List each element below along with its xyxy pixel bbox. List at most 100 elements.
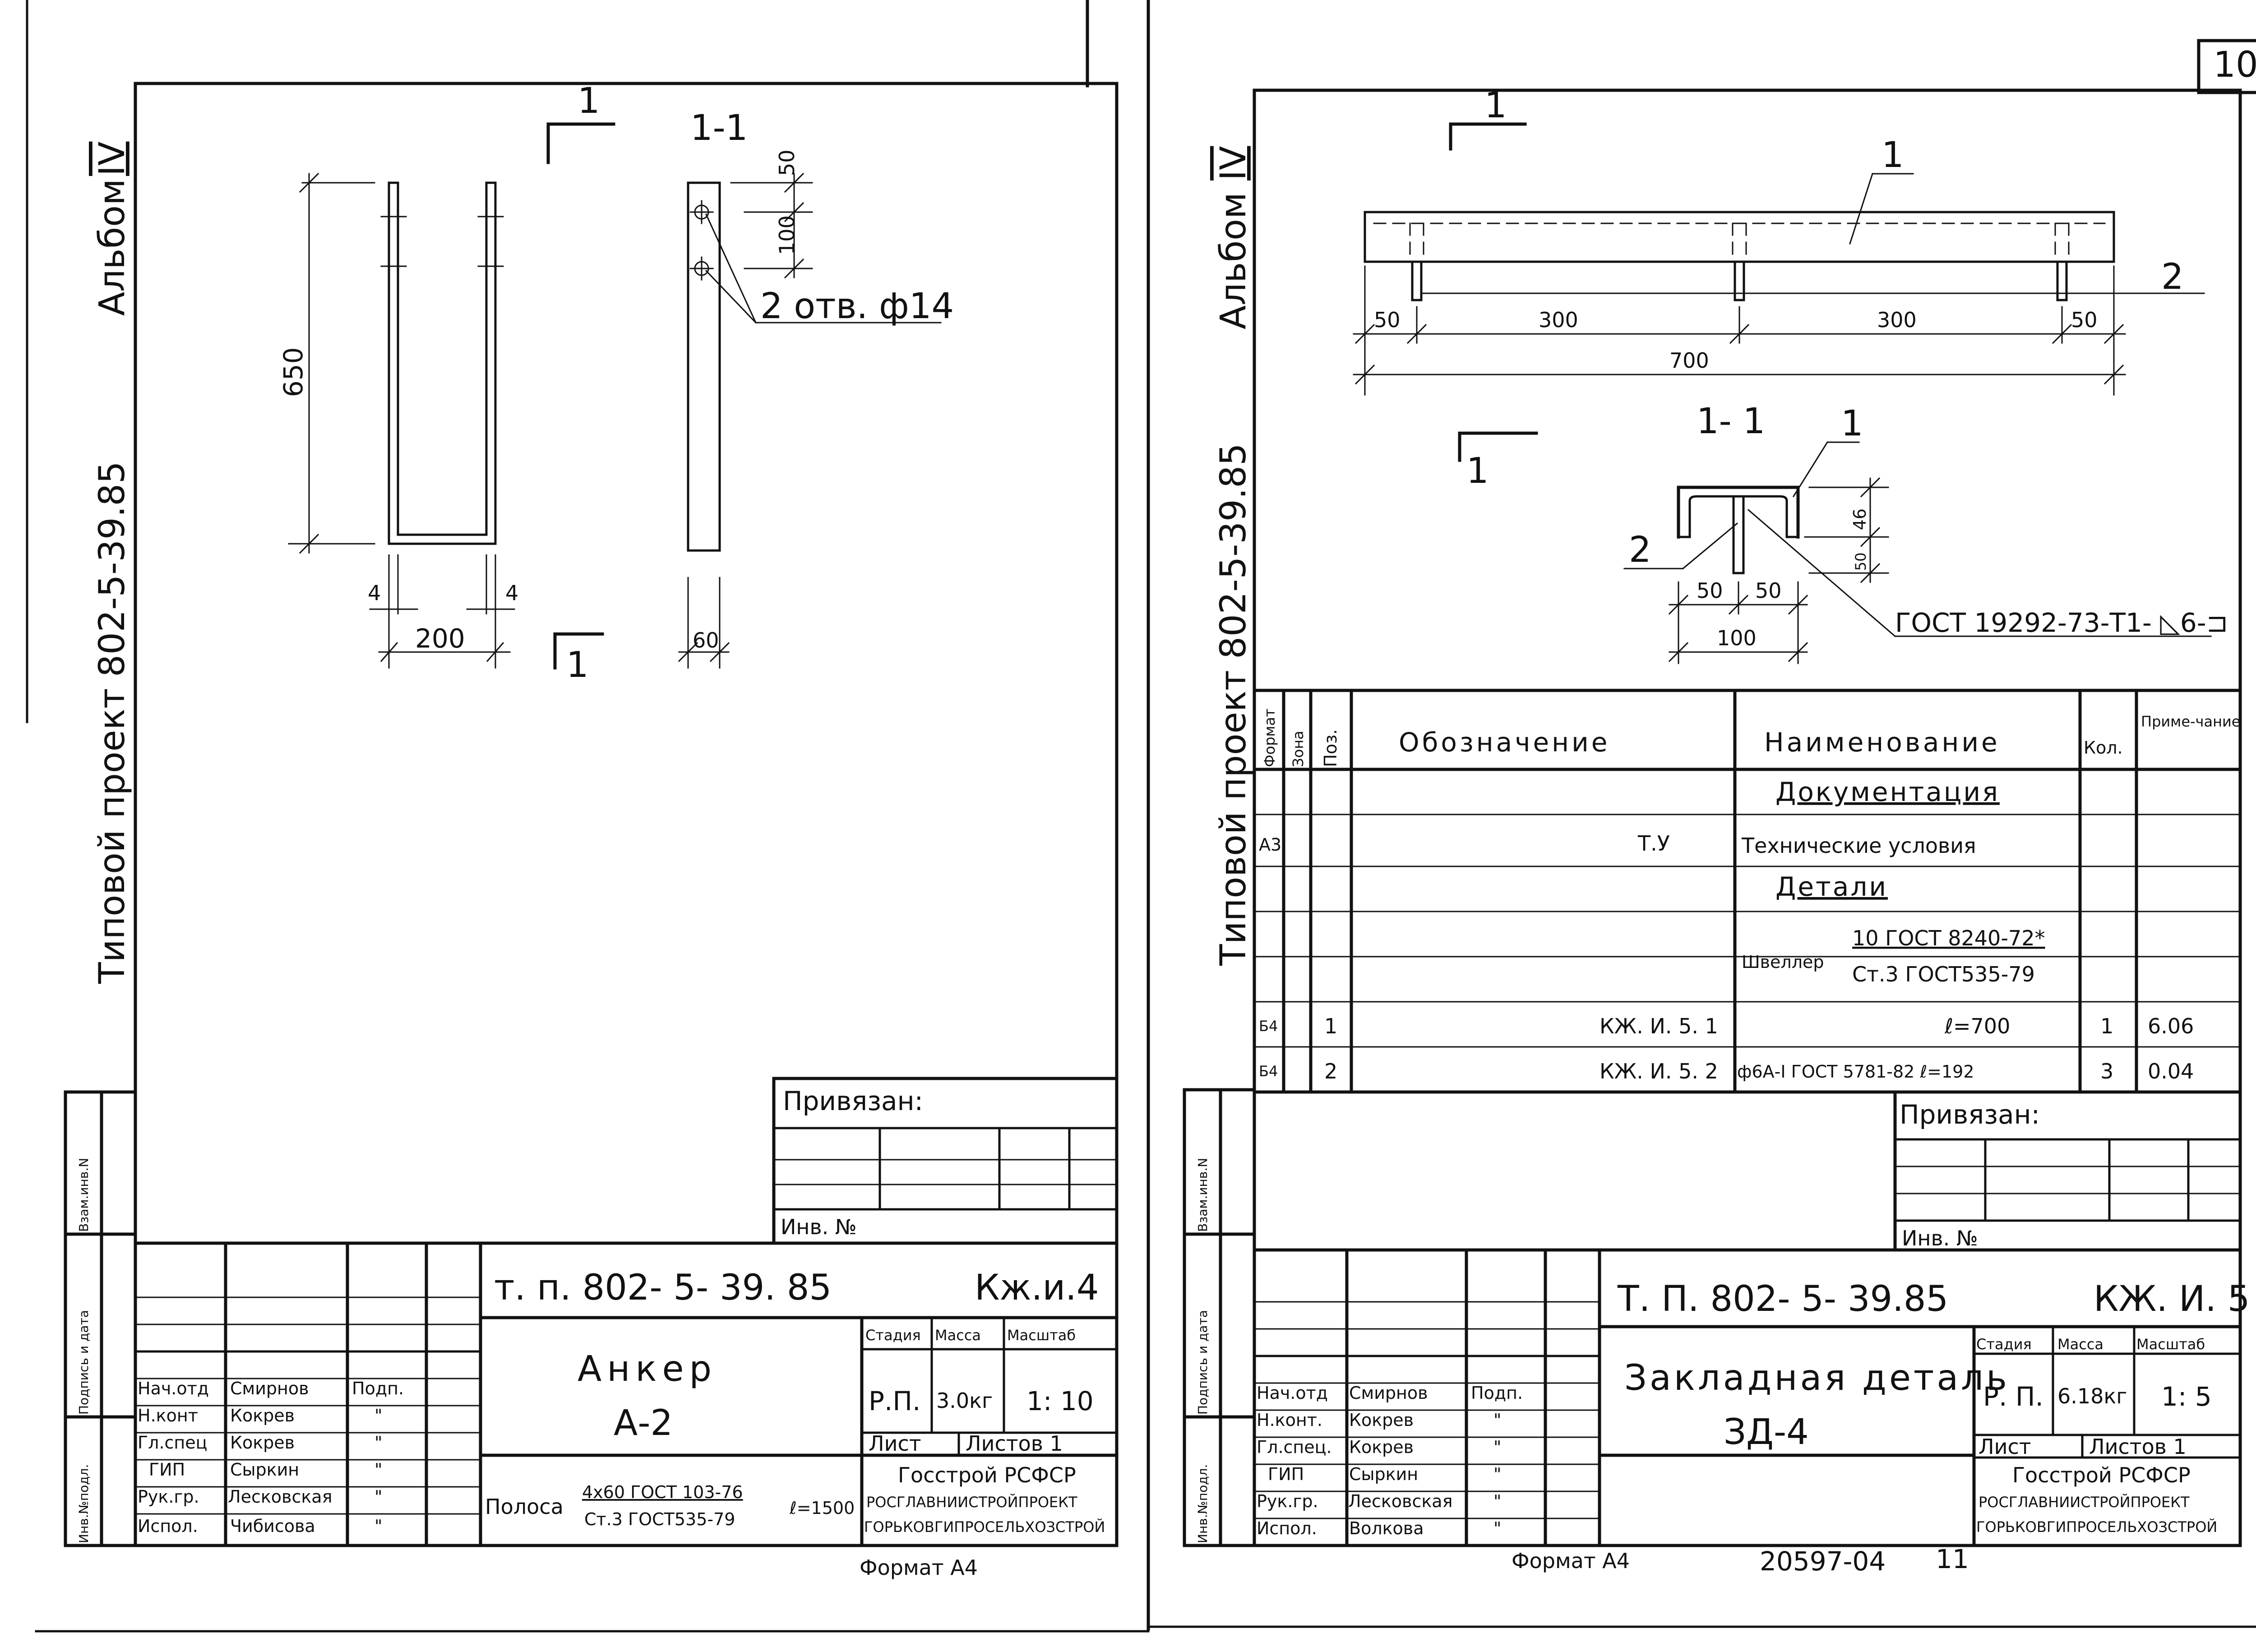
spec-header-format: Формат [1261, 708, 1278, 767]
right-title-block: Т. П. 802- 5- 39.85 КЖ. И. 5 Закладная д… [1253, 1248, 2250, 1577]
right-person-role: Н.конт. [1257, 1410, 1322, 1430]
left-people-list: Нач.отд Смирнов Подп. Н.конт Кокрев " Гл… [138, 1379, 404, 1536]
left-person-name: Чибисова [230, 1516, 315, 1536]
table-row: Б4 1 КЖ. И. 5. 1 ℓ=700 1 6.06 [1259, 1014, 2194, 1038]
doc-number: 20597-04 [1760, 1546, 1886, 1577]
row-name: ф6А-I ГОСТ 5781-82 ℓ=192 [1737, 1062, 1974, 1082]
left-material-top: 4x60 ГОСТ 103-76 [582, 1482, 743, 1502]
left-person-name: Кокрев [230, 1406, 295, 1425]
left-person-sign: " [374, 1460, 382, 1480]
holes-label: 2 отв. ф14 [760, 286, 954, 327]
left-side-inv-orig: Инв.№подл. [76, 1464, 91, 1543]
right-mass-header: Масса [2057, 1336, 2103, 1353]
left-material-label: Полоса [485, 1495, 564, 1519]
right-person-sign: Подп. [1471, 1383, 1523, 1403]
section-pos1: 1 [1841, 403, 1863, 444]
left-stamp-mark: А-2 [614, 1403, 673, 1444]
right-person-name: Смирнов [1349, 1383, 1428, 1403]
spec-docs-designation: Т.У [1637, 831, 1670, 856]
spec-channel-bottom: Ст.3 ГОСТ535-79 [1852, 962, 2035, 986]
left-mass: 3.0кг [936, 1388, 993, 1413]
dim-60: 60 [693, 628, 719, 652]
section-title-left: 1-1 [690, 108, 748, 148]
row-pos: 1 [1324, 1014, 1337, 1038]
dim-4-left: 4 [368, 581, 381, 605]
right-person-sign: " [1493, 1491, 1501, 1511]
right-stamp-name: Закладная деталь [1624, 1358, 2010, 1398]
page-number: 10 [2213, 45, 2256, 85]
right-person-role: Гл.спец. [1257, 1437, 1332, 1457]
section-title-right: 1- 1 [1697, 401, 1765, 442]
dim-4-right: 4 [505, 581, 518, 605]
row-format: Б4 [1259, 1063, 1278, 1080]
row-name: ℓ=700 [1944, 1014, 2010, 1038]
right-side-vzam: Взам.инв.N [1195, 1158, 1210, 1232]
spec-channel-top: 10 ГОСТ 8240-72* [1852, 926, 2045, 950]
left-person-sign: Подп. [352, 1379, 404, 1398]
spec-header-designation: Обозначение [1399, 727, 1610, 758]
right-person-name: Кокрев [1349, 1410, 1414, 1430]
right-person-name: Сыркин [1349, 1464, 1418, 1484]
right-org3: ГОРЬКОВГИПРОСЕЛЬХОЗСТРОЙ [1976, 1518, 2217, 1536]
dim-100: 100 [775, 215, 799, 255]
row-note: 0.04 [2148, 1059, 2194, 1083]
dim-300-right: 300 [1877, 308, 1917, 332]
right-attached-inv: Инв. № [1902, 1226, 1978, 1250]
right-person-role: Нач.отд [1257, 1383, 1328, 1403]
dim-50-vertical: 50 [1852, 552, 1869, 571]
dim-50-a: 50 [1697, 578, 1723, 603]
right-person-name: Волкова [1349, 1518, 1424, 1538]
right-stamp-mark: ЗД-4 [1724, 1412, 1809, 1453]
left-stamp-sheet-code: Кж.и.4 [975, 1268, 1099, 1308]
dim-50: 50 [775, 149, 799, 176]
row-qty: 3 [2100, 1059, 2113, 1083]
dim-300-left: 300 [1539, 308, 1578, 332]
spec-header-note: Приме-чание [2141, 713, 2240, 730]
right-stage-header: Стадия [1976, 1336, 2032, 1353]
left-org1: Госстрой РСФСР [898, 1463, 1076, 1487]
left-stage-header: Стадия [865, 1327, 921, 1344]
spec-section-parts: Детали [1775, 871, 1888, 902]
right-sheet: Лист [1979, 1435, 2031, 1459]
dim-50-left: 50 [1374, 308, 1401, 332]
left-length: ℓ=1500 [789, 1498, 855, 1518]
right-sheet: Типовой проект 802-5-39.85 Альбом IV Инв… [1147, 85, 2256, 1628]
right-person-name: Лесковская [1348, 1491, 1452, 1511]
left-person-name: Смирнов [230, 1379, 309, 1398]
right-person-sign: " [1493, 1464, 1501, 1484]
left-person-sign: " [374, 1406, 382, 1425]
left-scale: 1: 10 [1026, 1386, 1094, 1416]
right-mass: 6.18кг [2057, 1384, 2127, 1408]
spec-section-docs: Документация [1775, 777, 2000, 807]
dim-650: 650 [278, 347, 309, 397]
right-sheets: Листов 1 [2089, 1435, 2187, 1459]
left-side-title: Типовой проект 802-5-39.85 [92, 461, 133, 984]
right-person-name: Кокрев [1349, 1437, 1414, 1457]
left-sheet: Лист [869, 1431, 921, 1456]
dim-50-right: 50 [2071, 308, 2098, 332]
weld-label: ГОСТ 19292-73-Т1- ◺6-⊐ [1895, 607, 2228, 638]
left-title-block: т. п. 802- 5- 39. 85 Кж.и.4 Анкер А-2 Ст… [134, 1241, 1119, 1580]
row-format: Б4 [1259, 1018, 1278, 1035]
left-org3: ГОРЬКОВГИПРОСЕЛЬХОЗСТРОЙ [864, 1518, 1105, 1536]
left-person-sign: " [374, 1516, 382, 1536]
left-person-role: Нач.отд [138, 1379, 209, 1398]
dim-50-b: 50 [1755, 578, 1782, 603]
left-mass-header: Масса [935, 1327, 981, 1344]
spec-table: Формат Зона Поз. Обозначение Наименовани… [1253, 689, 2242, 1094]
elev-pos2: 2 [2161, 257, 2184, 297]
right-org1: Госстрой РСФСР [2012, 1463, 2191, 1487]
dim-200: 200 [415, 623, 465, 654]
right-person-role: ГИП [1268, 1464, 1304, 1484]
right-person-sign: " [1493, 1518, 1501, 1538]
sheet-page-number: 11 [1936, 1544, 1969, 1574]
right-format: Формат А4 [1512, 1549, 1630, 1573]
spec-header-qty: Кол. [2084, 738, 2123, 758]
section-mark-bottom-left: 1 [566, 645, 589, 685]
right-person-role: Испол. [1257, 1518, 1317, 1538]
left-sheets: Листов 1 [966, 1431, 1063, 1456]
left-org2: РОСГЛАВНИИСТРОЙПРОЕКТ [866, 1494, 1077, 1511]
left-person-name: Лесковская [228, 1487, 332, 1507]
page-number-box [2197, 39, 2256, 94]
part-elevation: 1 1 2 [1353, 85, 2205, 396]
